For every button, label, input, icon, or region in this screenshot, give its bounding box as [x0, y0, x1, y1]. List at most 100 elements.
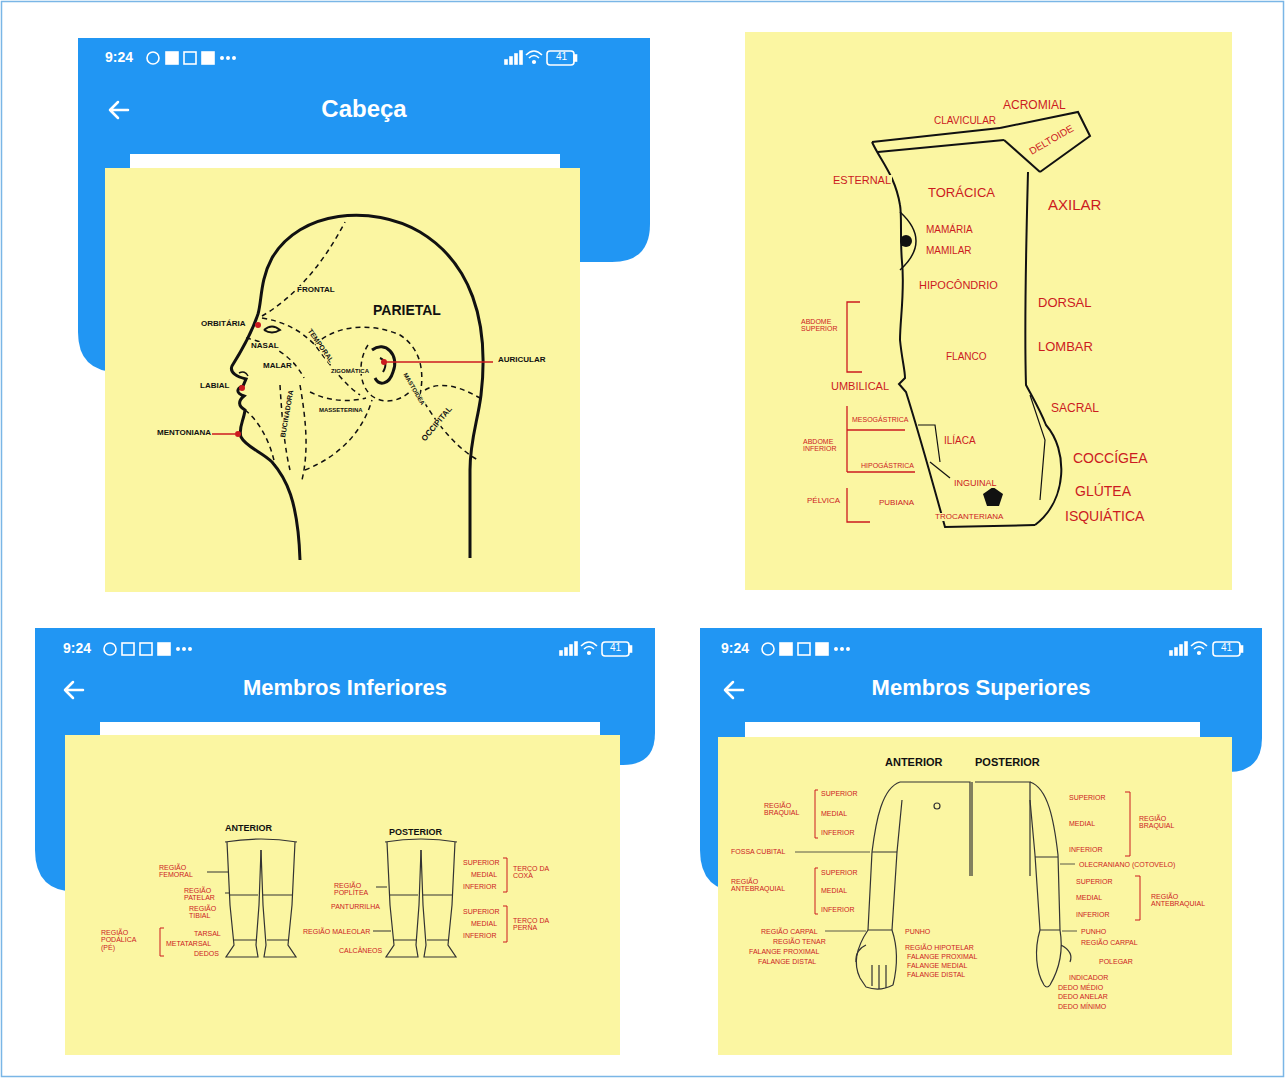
region-label: TERÇO DA PERNA: [512, 917, 554, 932]
region-bracket: [846, 406, 847, 472]
region-label: FALANGE PROXIMAL: [748, 948, 820, 955]
region-label: ILÍACA: [943, 436, 977, 447]
screen-background: [35, 628, 655, 722]
status-icons: [798, 643, 810, 655]
page-frame: [310, 392, 366, 400]
status-icons: [1240, 646, 1243, 652]
region-label: ZIGOMÁTICA: [330, 368, 370, 374]
torso-drawing: [983, 487, 1003, 506]
region-label: PARIETAL: [372, 303, 442, 318]
region-label: REGIÃO BRAQUIAL: [763, 802, 807, 817]
region-label: DEDO ANELAR: [1057, 993, 1109, 1000]
battery-level: 41: [609, 643, 622, 654]
status-icons: [816, 643, 828, 655]
region-label: REGIÃO TIBIAL: [188, 905, 226, 920]
status-icons: [158, 643, 170, 655]
arms-drawing: [892, 800, 902, 930]
region-label: COCCÍGEA: [1072, 451, 1149, 466]
region-label: TORÁCICA: [927, 186, 996, 200]
torso-drawing: [1030, 395, 1045, 500]
arms-drawing: [1035, 857, 1060, 930]
region-label: FOSSA CUBITAL: [730, 848, 786, 855]
status-icons: [565, 648, 567, 655]
page-frame: [245, 222, 480, 480]
region-label: GLÚTEA: [1074, 484, 1132, 499]
region-label: NASAL: [250, 342, 280, 350]
status-time: 9:24: [104, 50, 134, 65]
region-bracket: [160, 858, 507, 956]
page-frame: [235, 322, 387, 437]
region-label: SUPERIOR: [462, 859, 501, 866]
status-icons: [1180, 645, 1182, 655]
region-label: PUNHO: [1080, 928, 1107, 935]
torso-drawing: [878, 140, 1004, 152]
region-label: INFERIOR: [1075, 911, 1110, 918]
region-label: INFERIOR: [820, 829, 855, 836]
screen-header: Membros Inferiores: [35, 628, 655, 722]
region-label: ABDOME SUPERIOR: [800, 318, 844, 333]
status-time: 9:24: [62, 641, 92, 656]
status-icons: [520, 51, 522, 64]
torso-drawing: [872, 128, 1000, 142]
status-icons: [233, 57, 235, 59]
region-label: FALANGE PROXIMAL: [906, 953, 978, 960]
status-icons: [847, 648, 849, 650]
status-icons: [140, 643, 152, 655]
status-icons: [104, 51, 1243, 656]
legs-drawing: [389, 895, 453, 940]
back-arrow: [725, 682, 743, 698]
region-label: ORBITÁRIA: [200, 320, 246, 328]
region-label: HIPOGÁSTRICA: [860, 462, 915, 469]
region-label: MASSETERINA: [318, 407, 364, 413]
region-label: MESOGÁSTRICA: [851, 416, 909, 423]
page-frame: [300, 385, 306, 480]
arms-drawing: [1037, 930, 1071, 987]
region-label: MEDIAL: [470, 920, 498, 927]
view-heading: POSTERIOR: [974, 757, 1041, 769]
screen-title: Membros Superiores: [872, 676, 1091, 700]
screen-header: Membros Superiores: [700, 628, 1262, 722]
screen-background: [35, 32, 1262, 1055]
view-heading: ANTERIOR: [884, 757, 943, 769]
region-label: HIPOCÔNDRIO: [918, 280, 999, 292]
status-icons: [574, 55, 577, 61]
region-label: MEDIAL: [1075, 894, 1103, 901]
region-label: MENTONIANA: [156, 429, 212, 437]
head-drawing: [212, 215, 493, 560]
region-label: FALANGE DISTAL: [757, 958, 817, 965]
legs-drawing: [225, 839, 297, 842]
page-frame: [235, 431, 241, 437]
head-drawing: [372, 347, 395, 383]
region-label: SUPERIOR: [820, 869, 859, 876]
region-label: LOMBAR: [1037, 340, 1094, 354]
region-label: DEDO MÉDIO: [1057, 984, 1104, 991]
region-label: REGIÃO HIPOTELAR: [904, 944, 975, 951]
region-label: PUBIANA: [878, 499, 915, 507]
region-label: POLEGAR: [1098, 958, 1134, 965]
status-icons: [762, 643, 774, 655]
region-label: SUPERIOR: [462, 908, 501, 915]
page-frame: [212, 362, 493, 434]
status-icons: [184, 52, 196, 64]
region-bracket: [503, 858, 507, 892]
screen-title: Membros Inferiores: [243, 676, 447, 700]
region-label: TERÇO DA COXA: [512, 865, 554, 880]
status-icons: [526, 51, 542, 58]
battery-level: 41: [1220, 643, 1233, 654]
region-bracket: [847, 302, 915, 522]
view-heading: POSTERIOR: [388, 828, 443, 837]
status-icons: [835, 648, 837, 650]
region-label: ABDOME INFERIOR: [802, 438, 844, 453]
region-label: METATARSAL: [165, 940, 212, 947]
head-drawing: [239, 372, 248, 376]
screen-background: [718, 737, 1232, 1055]
region-label: REGIÃO POPLÍTEA: [333, 882, 375, 897]
status-icons: [505, 60, 507, 64]
region-label: MAMÁRIA: [925, 225, 974, 236]
status-icons: [1170, 651, 1172, 655]
status-icons: [1175, 648, 1177, 655]
region-label: OLECRANIANO (COTOVELO): [1078, 861, 1176, 868]
status-icons: [1185, 642, 1187, 655]
